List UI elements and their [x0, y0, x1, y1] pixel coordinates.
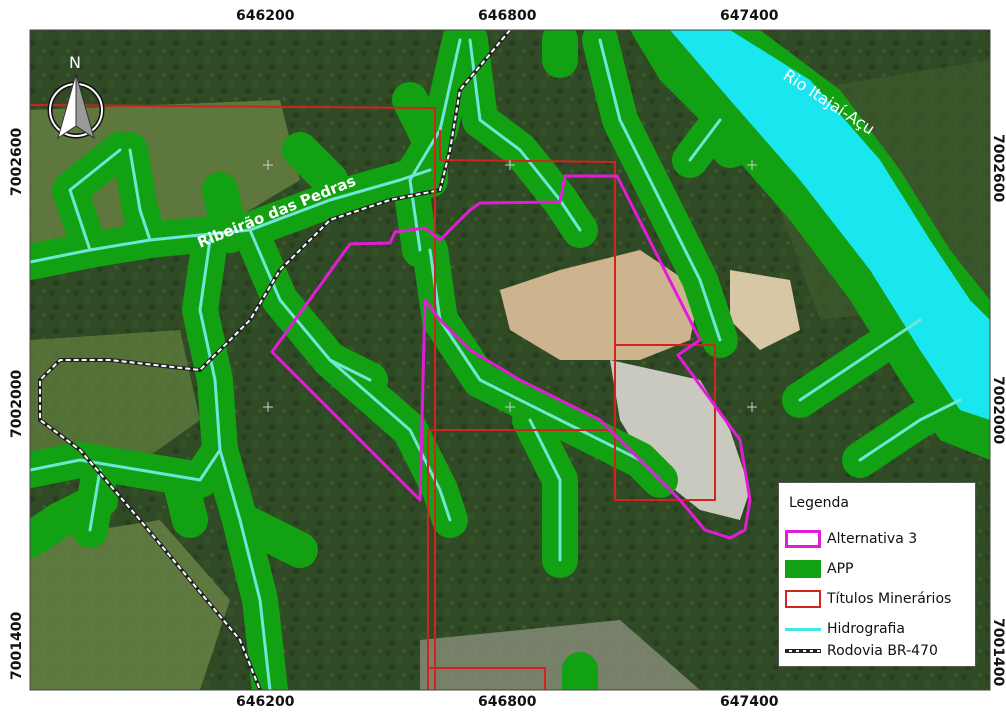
legend-item-label: Rodovia BR-470 — [827, 643, 938, 659]
legend-panel: Legenda Alternativa 3 APP Títulos Minerá… — [778, 482, 976, 667]
x-tick-bottom: 647400 — [720, 694, 779, 710]
y-tick-left: 7002000 — [9, 370, 25, 438]
imagery-urban — [420, 620, 700, 690]
rodovia-swatch — [785, 649, 821, 653]
legend-item-hidrografia: Hidrografia — [785, 619, 905, 639]
imagery-mine — [730, 270, 800, 350]
x-tick-top: 646200 — [236, 8, 295, 24]
imagery-mine — [500, 250, 700, 360]
grid-crosses — [263, 160, 757, 412]
y-tick-right: 7002000 — [990, 376, 1006, 444]
legend-item-app: APP — [785, 559, 853, 579]
alternativa-3-boundary[interactable] — [270, 174, 752, 540]
titulos-minerarios-swatch — [785, 590, 821, 608]
y-tick-right: 7001400 — [990, 618, 1006, 686]
y-tick-left: 7002600 — [9, 128, 25, 196]
legend-title: Legenda — [789, 495, 850, 511]
x-tick-bottom: 646200 — [236, 694, 295, 710]
north-label: N — [69, 53, 81, 72]
y-tick-right: 7002600 — [990, 134, 1006, 202]
legend-item-label: Alternativa 3 — [827, 531, 918, 547]
legend-item-titulos-minerarios: Títulos Minerários — [785, 589, 951, 609]
road-br470 — [39, 30, 511, 690]
legend-item-alternativa-3: Alternativa 3 — [785, 529, 917, 549]
map-frame — [29, 29, 991, 691]
mining-titles — [30, 104, 716, 690]
app-swatch — [785, 560, 821, 578]
legend-item-label: Hidrografia — [827, 621, 905, 637]
app-river-buffer — [630, 30, 990, 460]
alternativa-3-swatch — [785, 530, 821, 548]
north-arrow-icon: N — [47, 53, 105, 140]
x-tick-top: 646800 — [478, 8, 537, 24]
river-itajai — [670, 30, 990, 420]
y-tick-left: 7001400 — [9, 612, 25, 680]
legend-item-label: Títulos Minerários — [827, 591, 952, 607]
imagery-pasture — [30, 520, 230, 690]
hidrografia-swatch — [785, 627, 821, 631]
legend-item-label: APP — [827, 561, 854, 577]
x-tick-bottom: 646800 — [478, 694, 537, 710]
legend-item-rodovia: Rodovia BR-470 — [785, 641, 938, 661]
x-tick-top: 647400 — [720, 8, 779, 24]
